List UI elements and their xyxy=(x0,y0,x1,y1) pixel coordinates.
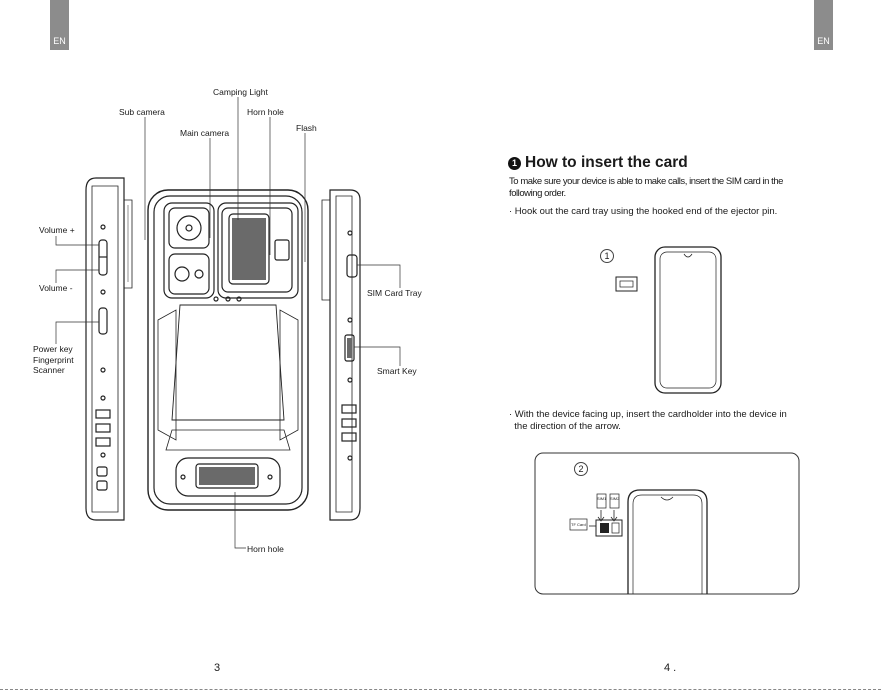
tray-label-sim2: SIM2 xyxy=(610,496,620,501)
label-camping-light: Camping Light xyxy=(213,87,268,97)
step2-illustration xyxy=(534,452,800,595)
tray-label-sim1: SIM1 xyxy=(597,496,607,501)
step1-number: 1 xyxy=(600,249,614,263)
language-tab-right: EN xyxy=(814,0,833,50)
label-volume-up: Volume + xyxy=(39,225,75,235)
page-number-left: 3 xyxy=(214,662,221,674)
flash-shape xyxy=(274,239,290,261)
tf-card-label: TF Card xyxy=(571,522,586,527)
label-horn-hole-top: Horn hole xyxy=(247,107,284,117)
label-fingerprint: Fingerprint xyxy=(33,355,74,365)
language-tab-left: EN xyxy=(50,0,69,50)
label-volume-down: Volume - xyxy=(39,283,73,293)
section-title-text: How to insert the card xyxy=(525,154,688,171)
step2-number: 2 xyxy=(574,462,588,476)
label-scanner: Scanner xyxy=(33,365,65,375)
intro-line-2: following order. xyxy=(509,188,566,199)
step1-instruction: · Hook out the card tray using the hooke… xyxy=(509,206,778,217)
step2-instruction-line-2: the direction of the arrow. xyxy=(509,421,621,432)
speaker-grille xyxy=(232,218,266,280)
sim-tray-shape xyxy=(346,254,358,278)
label-sim-card-tray: SIM Card Tray xyxy=(367,288,422,298)
section-number-badge: 1 xyxy=(508,157,521,170)
label-horn-hole-bottom: Horn hole xyxy=(247,544,284,554)
language-label: EN xyxy=(53,36,66,46)
page-number-right: 4 . xyxy=(664,662,677,674)
step1-illustration xyxy=(615,246,722,394)
power-key-shape xyxy=(98,307,108,335)
smart-key-shape xyxy=(344,334,355,362)
speaker-grille-bottom xyxy=(199,467,255,485)
main-camera-shape xyxy=(168,253,210,295)
label-power-key: Power key xyxy=(33,344,73,354)
language-label: EN xyxy=(817,36,830,46)
label-sub-camera: Sub camera xyxy=(119,107,165,117)
label-smart-key: Smart Key xyxy=(377,366,417,376)
intro-line-1: To make sure your device is able to make… xyxy=(509,176,784,187)
sub-camera-shape xyxy=(168,207,210,249)
label-flash: Flash xyxy=(296,123,317,133)
label-main-camera: Main camera xyxy=(180,128,230,138)
section-title: 1 How to insert the card xyxy=(508,154,688,172)
step2-instruction-line-1: · With the device facing up, insert the … xyxy=(509,409,787,420)
phone-back-view xyxy=(147,189,309,511)
smart-key-grip xyxy=(347,338,352,358)
page-bottom-border xyxy=(0,689,881,690)
phone-right-side-view xyxy=(321,189,361,521)
phone-left-side-view xyxy=(85,177,133,521)
